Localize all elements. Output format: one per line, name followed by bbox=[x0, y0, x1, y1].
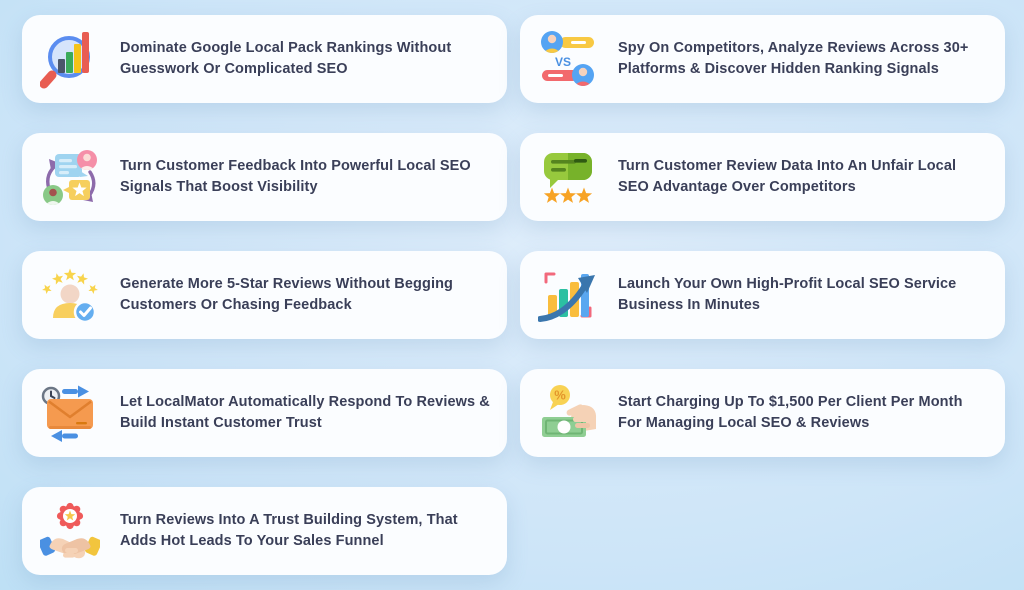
feature-card-feedback-signals: Turn Customer Feedback Into Powerful Loc… bbox=[22, 133, 507, 221]
five-star-customer-icon bbox=[40, 265, 100, 325]
svg-text:VS: VS bbox=[555, 55, 571, 69]
feature-card-spy-competitors: VS Spy On Competitors, Analyze Reviews A… bbox=[520, 15, 1005, 103]
feature-text: Turn Customer Review Data Into An Unfair… bbox=[618, 158, 957, 195]
feature-text: Spy On Competitors, Analyze Reviews Acro… bbox=[618, 40, 969, 77]
magnifier-chart-icon bbox=[40, 29, 100, 89]
feature-text: Let LocalMator Automatically Respond To … bbox=[120, 394, 490, 431]
handshake-badge-icon bbox=[40, 501, 100, 561]
feature-text: Dominate Google Local Pack Rankings With… bbox=[120, 40, 452, 77]
feature-text: Turn Customer Feedback Into Powerful Loc… bbox=[120, 158, 471, 195]
feature-card-seo-business: Launch Your Own High-Profit Local SEO Se… bbox=[520, 251, 1005, 339]
feature-card-review-data: Turn Customer Review Data Into An Unfair… bbox=[520, 133, 1005, 221]
review-bubble-stars-icon bbox=[538, 147, 598, 207]
feature-card-auto-respond: Let LocalMator Automatically Respond To … bbox=[22, 369, 507, 457]
svg-text:%: % bbox=[554, 388, 566, 403]
feature-text: Launch Your Own High-Profit Local SEO Se… bbox=[618, 276, 957, 313]
feedback-cycle-icon bbox=[40, 147, 100, 207]
feature-card-local-pack: Dominate Google Local Pack Rankings With… bbox=[22, 15, 507, 103]
feature-card-five-star-reviews: Generate More 5-Star Reviews Without Beg… bbox=[22, 251, 507, 339]
feature-text: Start Charging Up To $1,500 Per Client P… bbox=[618, 394, 963, 431]
auto-reply-envelope-icon bbox=[40, 383, 100, 443]
money-hand-icon: % bbox=[538, 383, 598, 443]
feature-text: Generate More 5-Star Reviews Without Beg… bbox=[120, 276, 453, 313]
feature-card-charge-clients: % Start Charging Up To $1,500 Per Client… bbox=[520, 369, 1005, 457]
vs-comparison-icon: VS bbox=[538, 29, 598, 89]
feature-text: Turn Reviews Into A Trust Building Syste… bbox=[120, 512, 458, 549]
feature-card-trust-system: Turn Reviews Into A Trust Building Syste… bbox=[22, 487, 507, 575]
growth-chart-icon bbox=[538, 265, 598, 325]
